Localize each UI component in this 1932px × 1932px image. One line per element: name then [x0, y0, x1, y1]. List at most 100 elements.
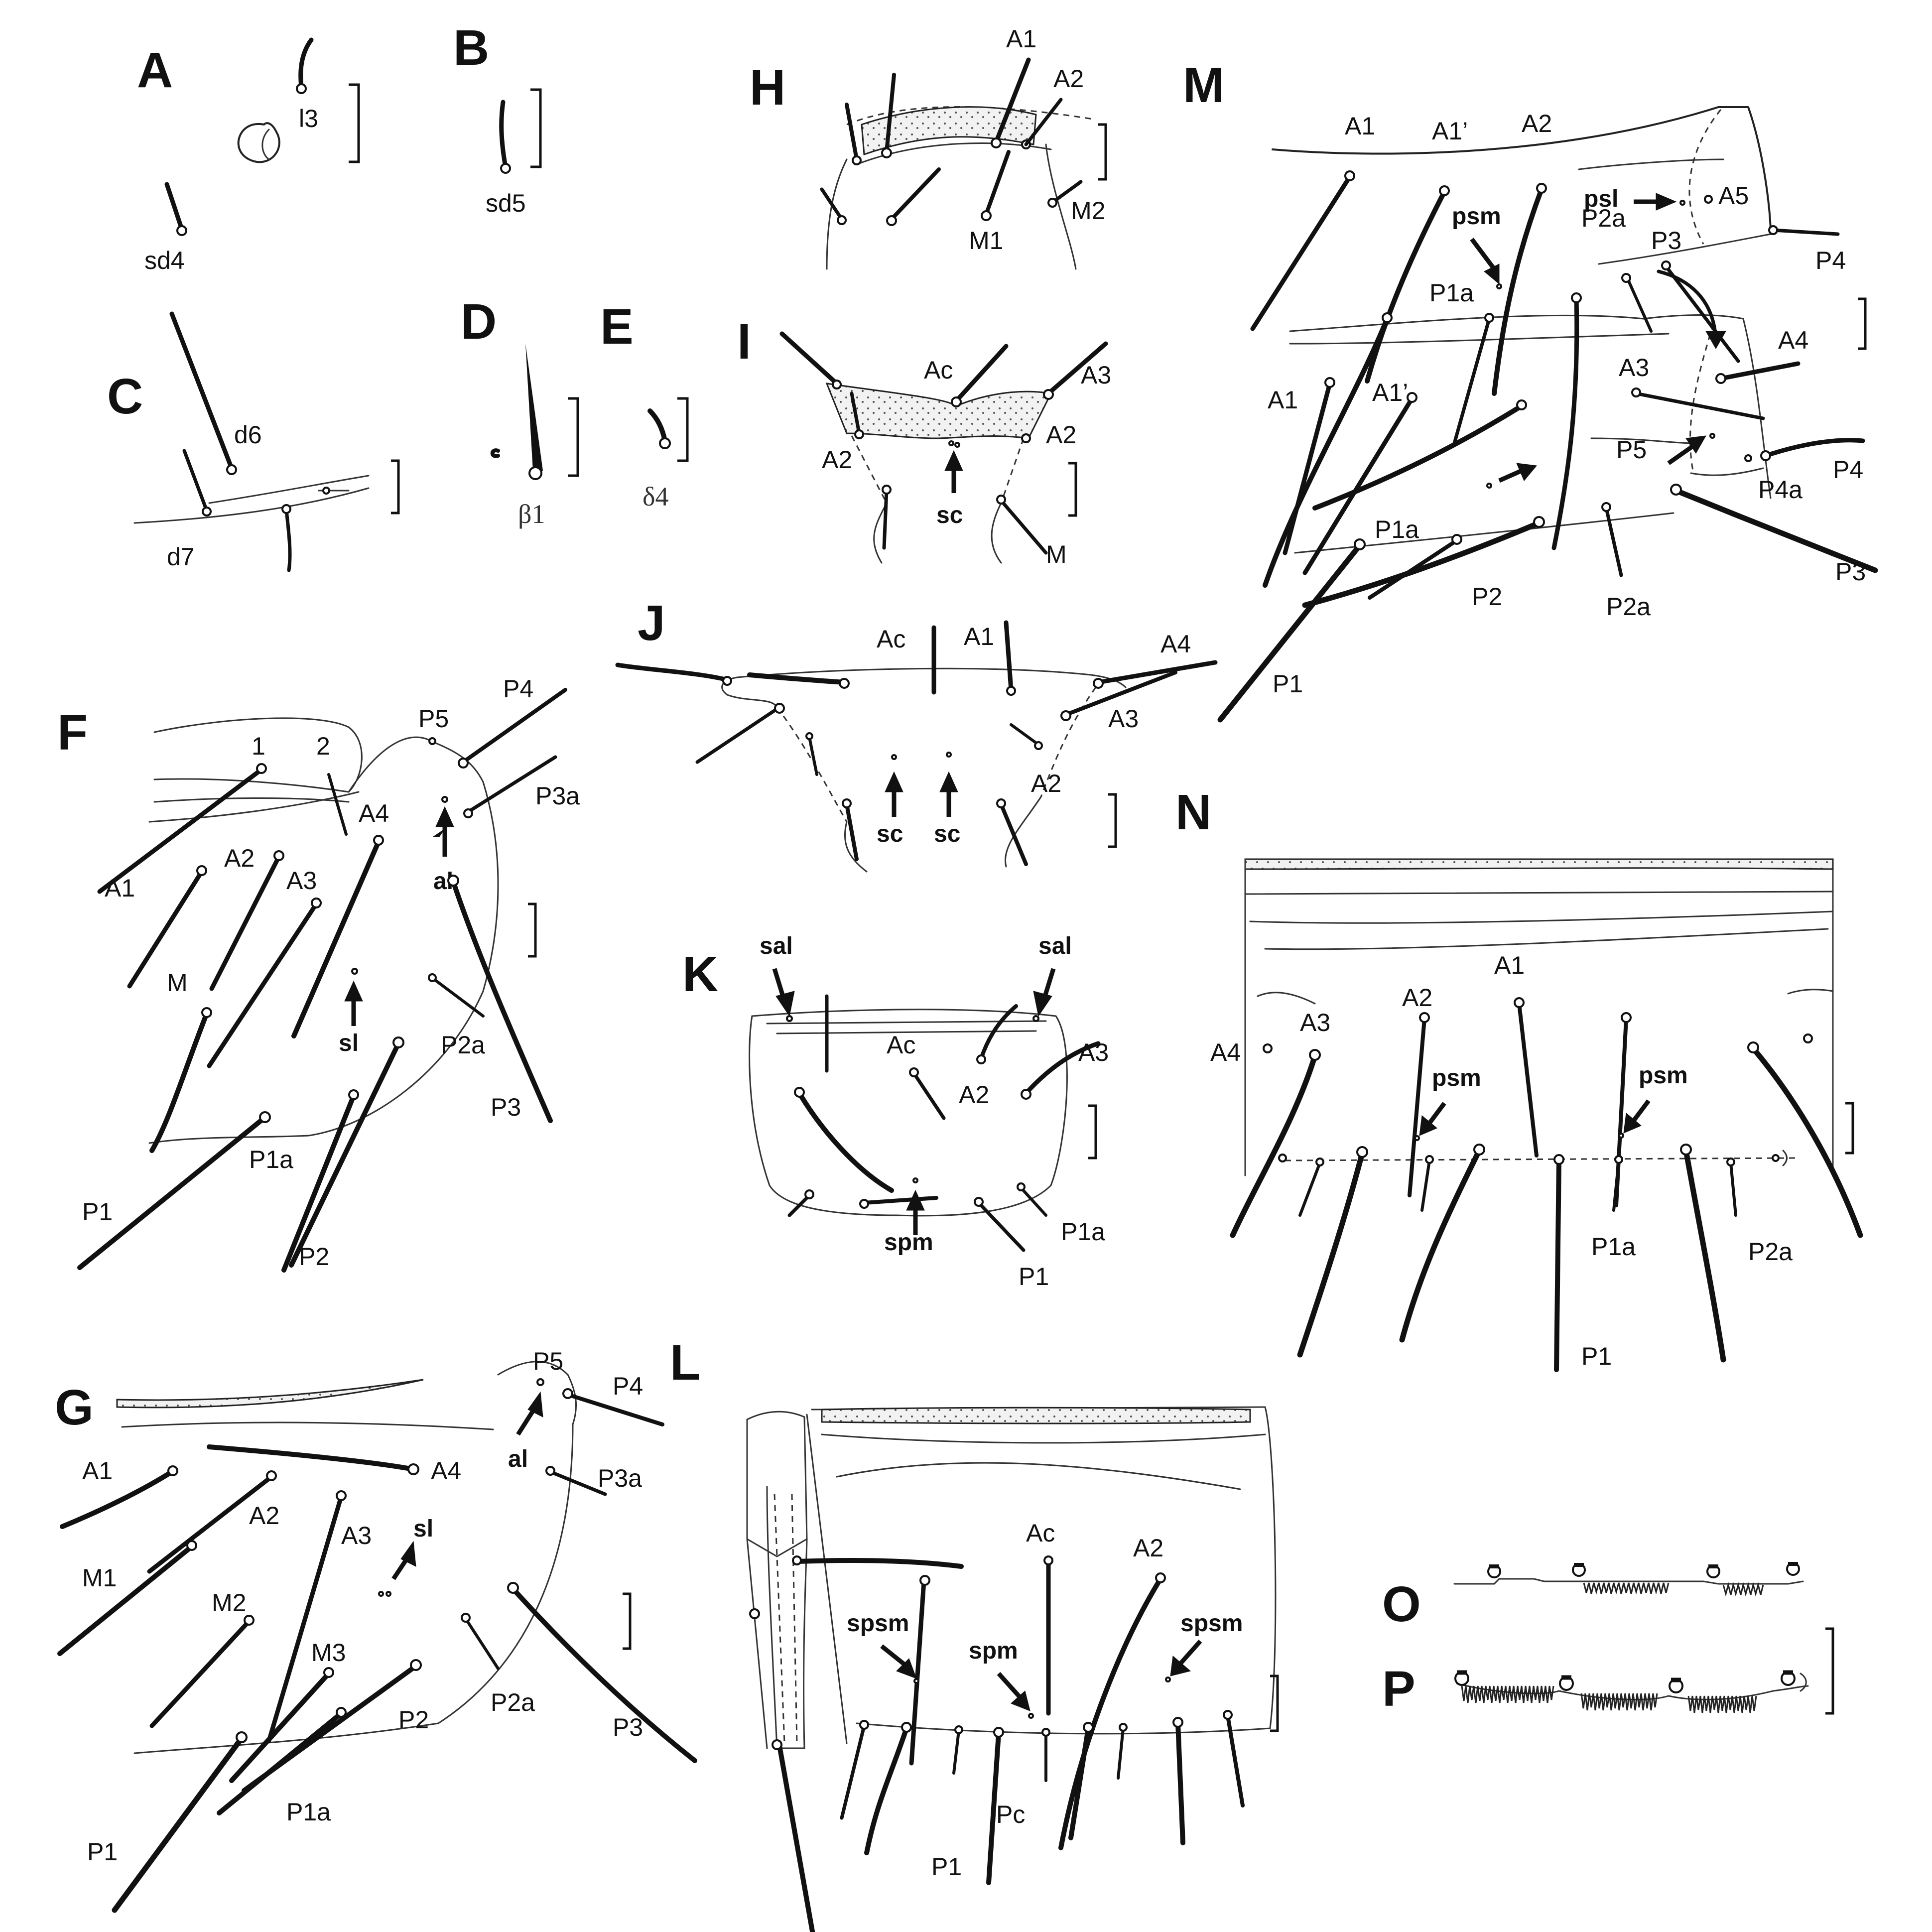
label-d6: d6 — [234, 421, 262, 449]
label-n-p1a: P1a — [1591, 1233, 1636, 1261]
label-g-sl: sl — [413, 1516, 433, 1542]
label-k-a3: A3 — [1078, 1038, 1109, 1066]
label-k-p1a: P1a — [1061, 1218, 1105, 1246]
panel-letter-g: G — [55, 1380, 94, 1435]
label-i-m: M — [1046, 540, 1067, 568]
label-f-p1a: P1a — [249, 1146, 293, 1173]
panel-letter-c: C — [107, 369, 143, 424]
seta-beta1 — [525, 344, 543, 471]
label-m-p3-low: P3 — [1835, 558, 1866, 586]
label-m-a1p-low: A1’ — [1372, 379, 1408, 406]
arrow-spm — [997, 1672, 1023, 1700]
label-m-a3: A3 — [1619, 354, 1649, 382]
label-g-a1: A1 — [82, 1457, 113, 1485]
label-sd4: sd4 — [144, 247, 185, 274]
label-i-sc: sc — [936, 502, 963, 528]
label-m-p1a-top: P1a — [1429, 279, 1474, 307]
label-f-sl: sl — [339, 1030, 359, 1056]
scale-bar — [568, 397, 579, 477]
scale-bar — [1088, 1104, 1097, 1159]
label-m-psm: psm — [1452, 203, 1501, 230]
label-h-a1: A1 — [1006, 25, 1036, 53]
scale-bar — [1068, 462, 1077, 517]
scale-bar — [528, 902, 537, 958]
scale-bar — [530, 88, 542, 168]
panel-g: G P5 P4 al A4 P3a A1 A2 A3 sl M1 — [55, 1347, 697, 1913]
label-n-a3: A3 — [1300, 1009, 1330, 1036]
label-m-a2-top: A2 — [1522, 110, 1552, 137]
label-l-spm: spm — [969, 1638, 1018, 1664]
panel-letter-n: N — [1175, 784, 1211, 840]
label-h-m2: M2 — [1071, 197, 1105, 225]
label-j-a4: A4 — [1160, 630, 1191, 658]
label-m-p1a-low: P1a — [1375, 515, 1419, 543]
panel-letter-a: A — [137, 42, 173, 98]
label-j-a2: A2 — [1031, 770, 1061, 797]
label-k-spm: spm — [884, 1229, 933, 1256]
label-f-m: M — [167, 969, 188, 997]
label-m-p4-low: P4 — [1833, 456, 1863, 484]
label-g-p3: P3 — [613, 1713, 643, 1741]
scale-bar — [349, 83, 360, 163]
label-beta1: β1 — [518, 499, 545, 529]
label-i-a2-left: A2 — [822, 446, 852, 474]
seta-l3 — [298, 37, 314, 90]
label-delta4: δ4 — [643, 482, 668, 512]
label-m-p1: P1 — [1273, 670, 1303, 698]
label-j-a3: A3 — [1108, 705, 1139, 733]
label-n-a1: A1 — [1494, 951, 1525, 979]
panel-letter-h: H — [750, 60, 785, 116]
label-l-pc: Pc — [996, 1801, 1025, 1828]
label-f-p3a: P3a — [535, 782, 580, 810]
label-n-a4: A4 — [1210, 1038, 1241, 1066]
label-f-p4: P4 — [503, 675, 533, 703]
arrow-psm-right — [1632, 1099, 1651, 1122]
scale-bar — [1270, 1674, 1279, 1732]
label-f-a1: A1 — [105, 874, 135, 902]
arrow-psm — [1470, 238, 1496, 270]
label-m-p3-top: P3 — [1651, 227, 1681, 255]
label-f-p5: P5 — [418, 705, 449, 733]
label-i-ac: Ac — [924, 356, 953, 384]
label-i-a3: A3 — [1081, 361, 1111, 389]
label-m-a4: A4 — [1778, 326, 1808, 354]
panel-m: M A1 A1’ A2 psm psl A5 P4 P2a — [1183, 57, 1878, 723]
label-g-al: al — [508, 1446, 528, 1472]
panel-h: H A1 A2 M1 M2 — [750, 25, 1107, 270]
label-g-a2: A2 — [249, 1502, 279, 1530]
panel-l: L Ac A2 spsm spsm spm — [670, 1335, 1279, 1932]
arrow-p1a — [1498, 468, 1523, 483]
panel-letter-k: K — [682, 946, 718, 1002]
label-n-p2a: P2a — [1748, 1238, 1793, 1266]
scale-bar — [391, 459, 400, 515]
label-l-spsm-left: spsm — [847, 1610, 909, 1637]
label-m-a5: A5 — [1718, 182, 1749, 210]
panel-o: O — [1382, 1562, 1804, 1632]
label-n-p1: P1 — [1581, 1342, 1612, 1370]
label-f-p2a: P2a — [441, 1031, 485, 1059]
label-f-p3: P3 — [491, 1093, 521, 1121]
label-f-1: 1 — [252, 732, 265, 760]
panel-j: J Ac A1 A4 A3 A2 sc sc — [615, 595, 1218, 873]
label-n-psm-left: psm — [1432, 1065, 1481, 1091]
panel-p: P — [1382, 1627, 1834, 1717]
label-k-sal-left: sal — [760, 933, 793, 959]
label-f-2: 2 — [316, 732, 330, 760]
arrow-p5 — [1667, 444, 1695, 465]
label-g-p2a: P2a — [491, 1688, 535, 1716]
panel-letter-m: M — [1183, 57, 1224, 113]
label-m-p5: P5 — [1616, 436, 1647, 464]
scale-bar — [677, 397, 689, 462]
arrow-spsm-right — [1178, 1640, 1202, 1665]
seta-d6 — [169, 311, 234, 471]
panel-letter-l: L — [670, 1335, 700, 1391]
panel-letter-p: P — [1382, 1661, 1416, 1717]
label-f-a2: A2 — [224, 844, 255, 872]
seta-delta4 — [647, 408, 667, 443]
panel-f: F 1 2 P5 P4 P3a A4 al A1 A2 A3 — [57, 675, 580, 1273]
panel-a: A l3 sd4 — [137, 37, 360, 274]
panel-letter-f: F — [57, 705, 88, 761]
label-g-m2: M2 — [212, 1589, 246, 1617]
label-f-a4: A4 — [359, 799, 389, 827]
label-g-a3: A3 — [341, 1522, 372, 1549]
